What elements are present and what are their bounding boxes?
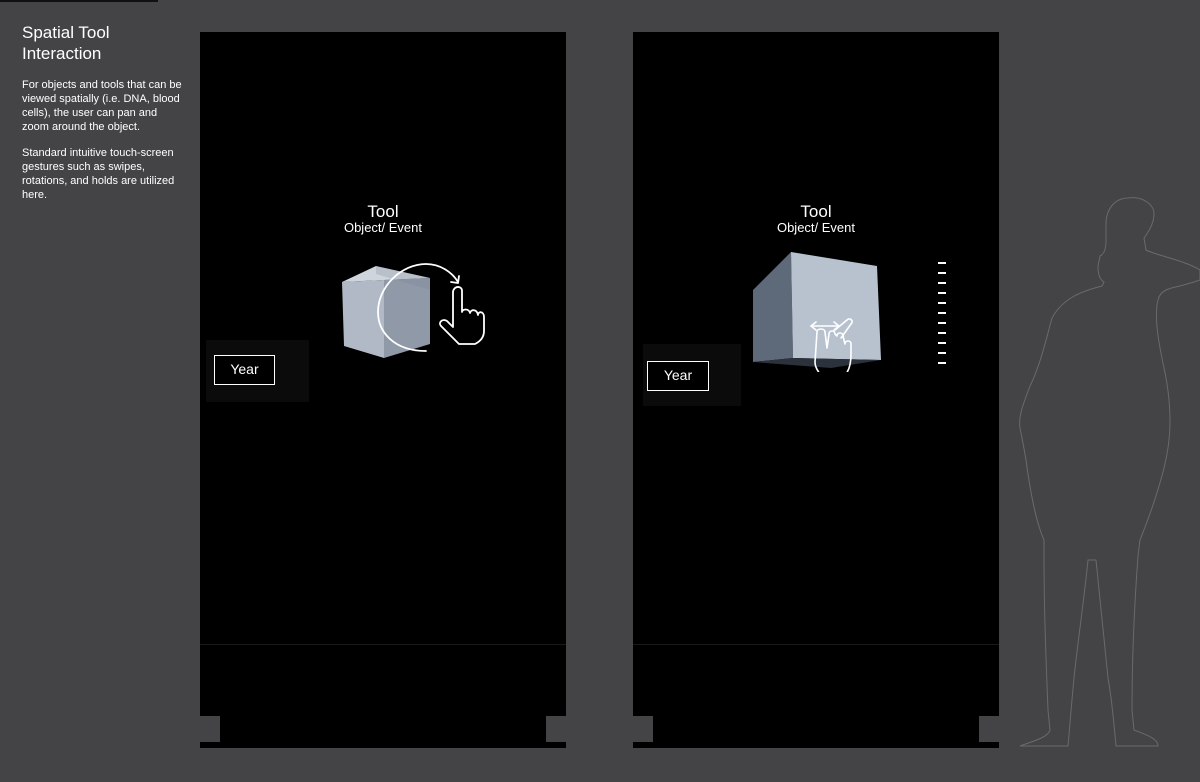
rotate-gesture-icon — [377, 263, 485, 352]
description-paragraph-1: For objects and tools that can be viewed… — [22, 79, 182, 133]
kiosk-foot — [633, 716, 999, 748]
tool-subtitle: Object/ Event — [776, 220, 856, 235]
kiosk-foot — [200, 716, 566, 748]
description-panel: Spatial Tool Interaction For objects and… — [22, 22, 182, 202]
kiosk-divider — [200, 644, 566, 645]
top-rule — [0, 0, 158, 2]
object-viewer[interactable] — [751, 250, 883, 372]
human-silhouette — [1019, 197, 1200, 747]
kiosk-base — [200, 646, 566, 716]
zoom-scale[interactable] — [938, 262, 948, 364]
page-title: Spatial Tool Interaction — [22, 22, 182, 64]
pinch-zoom-gesture-icon — [810, 318, 853, 372]
kiosk-left: Tool Object/ Event Year — [200, 32, 566, 748]
description-paragraph-2: Standard intuitive touch-screen gestures… — [22, 147, 175, 201]
title-line-1: Spatial Tool — [22, 23, 110, 42]
cube-object[interactable] — [342, 266, 430, 358]
kiosk-foot-notch — [979, 716, 999, 742]
year-button[interactable]: Year — [214, 355, 275, 385]
tool-title: Tool — [367, 202, 399, 221]
kiosk-right: Tool Object/ Event Year — [633, 32, 999, 748]
object-viewer[interactable] — [336, 260, 486, 360]
tool-subtitle: Object/ Event — [343, 220, 423, 235]
title-line-2: Interaction — [22, 44, 102, 63]
kiosk-foot-notch — [200, 716, 220, 742]
kiosk-foot-notch — [546, 716, 566, 742]
cube-object[interactable] — [753, 252, 881, 368]
year-button[interactable]: Year — [647, 361, 709, 391]
kiosk-divider — [633, 644, 999, 645]
kiosk-foot-notch — [633, 716, 653, 742]
kiosk-base — [633, 646, 999, 716]
tool-title: Tool — [800, 202, 832, 221]
